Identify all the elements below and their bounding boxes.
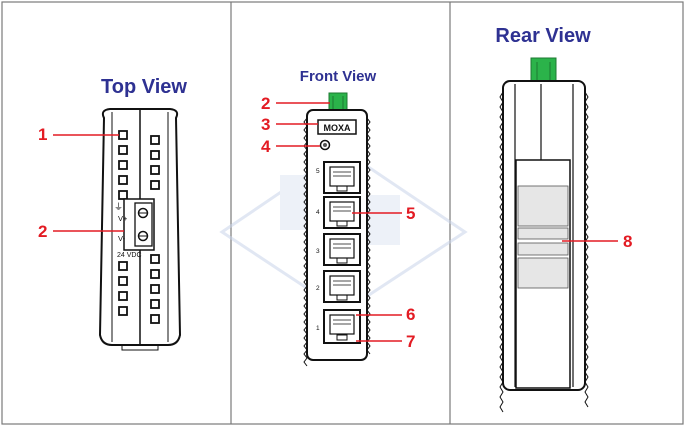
ethernet-port	[323, 309, 361, 344]
watermark	[219, 148, 468, 314]
din-rail-clip	[515, 159, 571, 389]
power-connector	[530, 57, 557, 83]
callout-5: 5	[406, 204, 415, 223]
callout-2-front: 2	[261, 94, 270, 113]
front-view-panel: Front View MOXA	[261, 68, 415, 367]
rear-view-panel: Rear View 8	[495, 25, 632, 413]
callout-7: 7	[406, 332, 415, 351]
ethernet-port	[323, 233, 361, 266]
callout-6: 6	[406, 305, 415, 324]
terminal-screw	[137, 207, 149, 219]
logo-plate	[317, 119, 357, 135]
rear-view-ridge-left	[499, 91, 504, 413]
front-view-ridge-left	[303, 117, 308, 367]
port-number-5: 5	[316, 168, 320, 175]
front-view-title: Front View	[300, 68, 377, 85]
top-view-panel: Top View	[38, 76, 187, 351]
terminal-label-v-plus: V+	[118, 214, 128, 223]
ethernet-port	[323, 161, 361, 194]
callout-3: 3	[261, 115, 270, 134]
callout-1: 1	[38, 125, 47, 144]
top-view-title: Top View	[101, 76, 187, 98]
terminal-block	[123, 198, 155, 251]
top-view-vents-right	[150, 135, 160, 324]
port-number-1: 1	[316, 325, 320, 332]
voltage-label: 24 VDC	[117, 252, 142, 259]
port-number-3: 3	[316, 248, 320, 255]
terminal-screw	[137, 230, 149, 242]
terminal-label-v-minus: V-	[118, 234, 126, 243]
port-number-4: 4	[316, 209, 320, 216]
callout-2-top: 2	[38, 222, 47, 241]
callout-4: 4	[261, 137, 271, 156]
callout-8: 8	[623, 232, 632, 251]
ethernet-port	[323, 270, 361, 303]
rear-view-title: Rear View	[495, 25, 591, 47]
port-number-2: 2	[316, 285, 320, 292]
ground-symbol: ⏚	[114, 202, 123, 212]
rear-view-ridge-right	[584, 91, 589, 408]
brand-logo: MOXA	[324, 123, 352, 133]
